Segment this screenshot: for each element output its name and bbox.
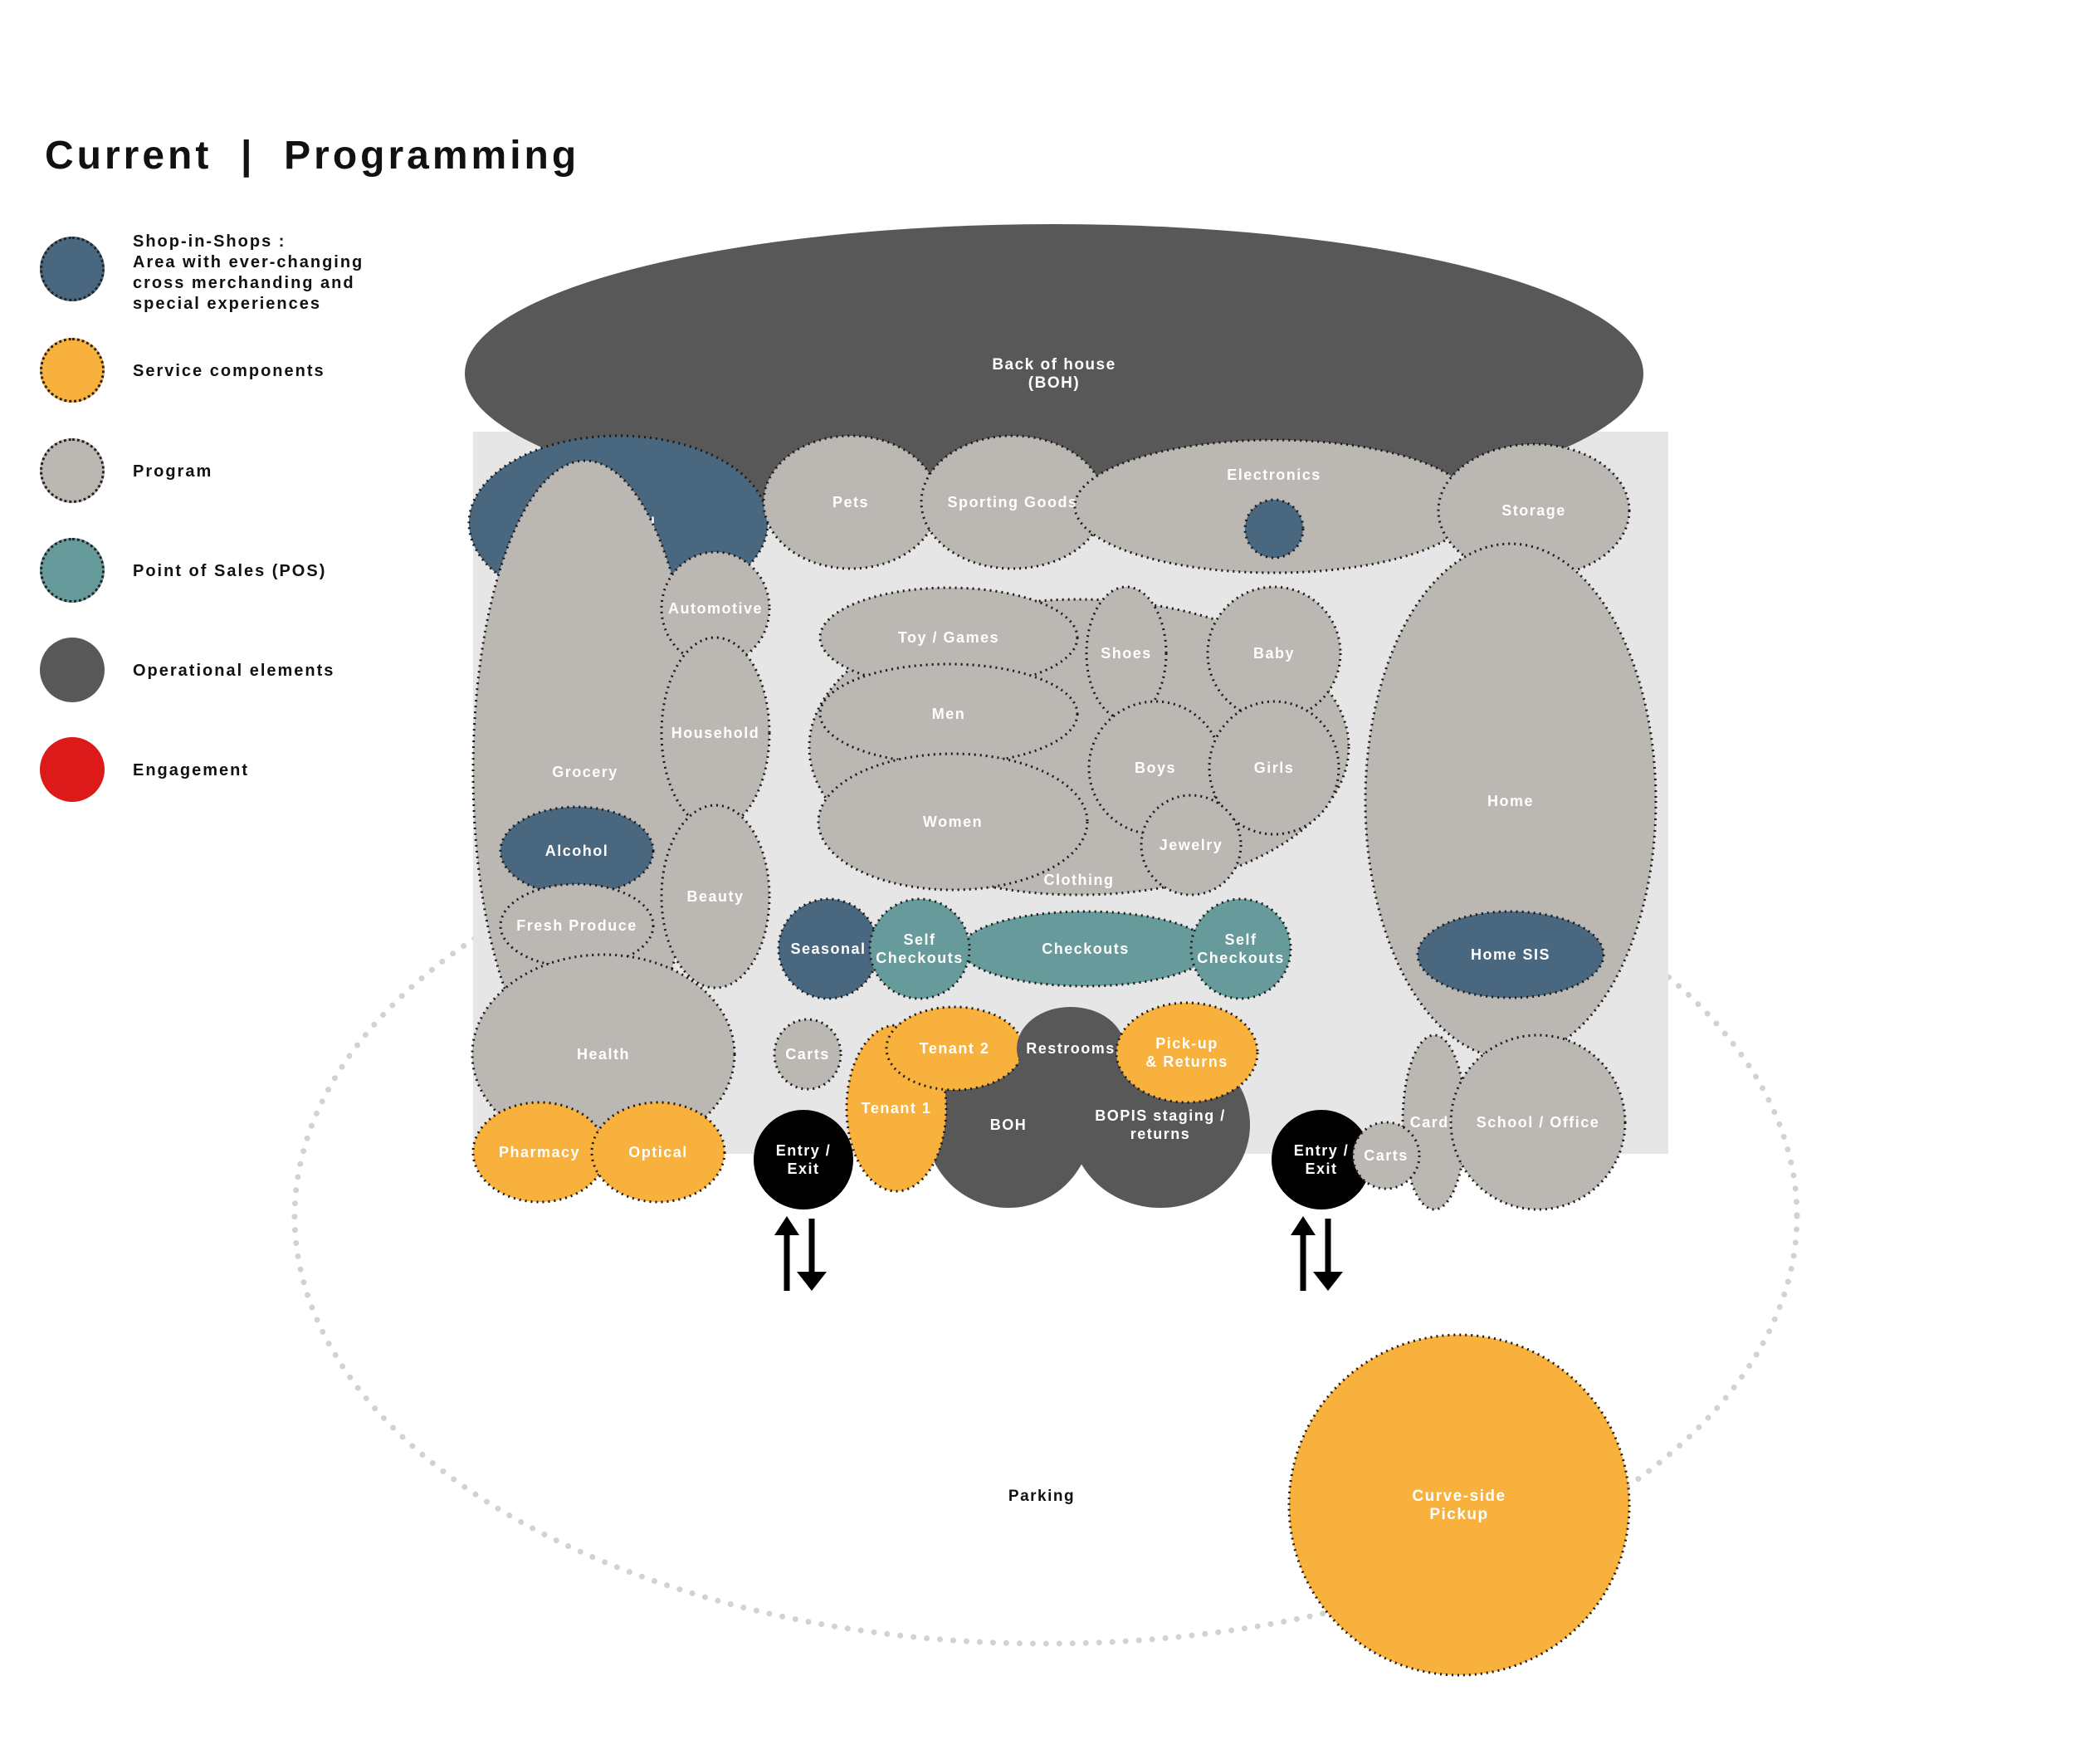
grocery-label: Grocery (552, 764, 618, 780)
carts-right-zone (1351, 1121, 1421, 1190)
entry-exit-arrows-right (1291, 1216, 1343, 1291)
pickup-returns-zone (1115, 1001, 1259, 1104)
women-zone (817, 752, 1089, 892)
tenant-1-label: Tenant 1 (862, 1100, 932, 1117)
seasonal-front-label: Seasonal (790, 941, 866, 957)
legend-label-service: Service components (133, 362, 325, 380)
legend-swatch-service (40, 338, 105, 403)
carts-left-label: Carts (785, 1046, 830, 1063)
beauty-label: Beauty (686, 888, 744, 905)
up-down-arrows-icon (1291, 1216, 1343, 1291)
tenant-2-label: Tenant 2 (920, 1040, 990, 1057)
electronics-sis-zone (1243, 498, 1305, 559)
entry-exit-right-zone (1272, 1110, 1371, 1209)
women-label: Women (923, 814, 983, 830)
bopis-label: BOPIS staging /returns (1095, 1107, 1226, 1142)
restrooms-zone (1017, 1007, 1125, 1090)
optical-label: Optical (628, 1144, 688, 1161)
legend-swatch-shop-in-shops (40, 237, 105, 301)
parking-label: Parking (1008, 1488, 1075, 1505)
entry-exit-right-label: Entry /Exit (1294, 1142, 1350, 1177)
entry-exit-left-zone (754, 1110, 853, 1209)
legend-swatch-engagement (40, 737, 105, 802)
pharmacy-label: Pharmacy (499, 1144, 580, 1161)
school-office-zone (1449, 1033, 1627, 1211)
alcohol-zone (499, 805, 655, 897)
self-checkouts-left-zone (868, 897, 971, 1000)
cards-label: Cards (1410, 1114, 1459, 1131)
girls-label: Girls (1254, 760, 1295, 776)
jewelry-zone (1140, 794, 1243, 897)
home-sis-label: Home SIS (1471, 946, 1550, 963)
boh-front-label: BOH (990, 1117, 1028, 1133)
legend-label-engagement: Engagement (133, 761, 250, 779)
men-zone (818, 662, 1079, 765)
jewelry-label: Jewelry (1160, 837, 1223, 853)
legend-swatch-pos (40, 538, 105, 603)
baby-label: Baby (1253, 645, 1295, 662)
beauty-zone (660, 804, 771, 990)
pets-label: Pets (832, 494, 869, 511)
checkouts-label: Checkouts (1042, 941, 1130, 957)
shoes-label: Shoes (1101, 645, 1152, 662)
automotive-label: Automotive (668, 600, 763, 617)
self-checkouts-right-zone (1189, 897, 1292, 1000)
legend-swatch-operational (40, 638, 105, 702)
up-down-arrows-icon (774, 1216, 827, 1291)
legend-label-operational: Operational elements (133, 662, 335, 680)
shoes-zone (1085, 585, 1168, 721)
optical-zone (590, 1101, 726, 1204)
clothing-label: Clothing (1044, 872, 1115, 888)
zones: Back of house(BOH) Seasonal Pets Sporting G… (465, 224, 1658, 1677)
storage-label: Storage (1501, 502, 1566, 519)
health-label: Health (577, 1046, 630, 1063)
household-zone (660, 636, 771, 830)
carts-left-zone (773, 1018, 842, 1091)
boys-label: Boys (1135, 760, 1176, 776)
household-label: Household (671, 725, 760, 741)
home-sis-zone (1416, 910, 1605, 999)
automotive-zone (660, 550, 771, 667)
home-label: Home (1487, 793, 1534, 809)
men-label: Men (932, 706, 966, 722)
entry-exit-left-label: Entry /Exit (776, 1142, 832, 1177)
curve-side-pickup-zone (1287, 1333, 1631, 1677)
back-of-house-label: Back of house(BOH) (992, 356, 1116, 392)
sporting-goods-label: Sporting Goods (948, 494, 1078, 511)
toy-games-zone (818, 586, 1079, 689)
toy-games-label: Toy / Games (898, 629, 999, 646)
page-title: Current | Programming (45, 134, 580, 178)
school-office-label: School / Office (1477, 1114, 1600, 1131)
legend-label-shop-in-shops: Shop-in-Shops : Area with ever-changing … (133, 232, 364, 313)
baby-zone (1206, 585, 1342, 721)
legend-label-program: Program (133, 462, 213, 481)
electronics-label: Electronics (1227, 467, 1321, 483)
legend-label-pos: Point of Sales (POS) (133, 562, 327, 580)
pickup-returns-label: Pick-up& Returns (1145, 1035, 1228, 1070)
girls-zone (1208, 700, 1340, 836)
entry-exit-arrows-left (774, 1216, 827, 1291)
restrooms-label: Restrooms (1026, 1040, 1116, 1057)
alcohol-label: Alcohol (545, 843, 609, 859)
legend-swatch-program (40, 438, 105, 503)
fresh-produce-label: Fresh Produce (516, 917, 637, 934)
carts-right-label: Carts (1364, 1147, 1409, 1164)
